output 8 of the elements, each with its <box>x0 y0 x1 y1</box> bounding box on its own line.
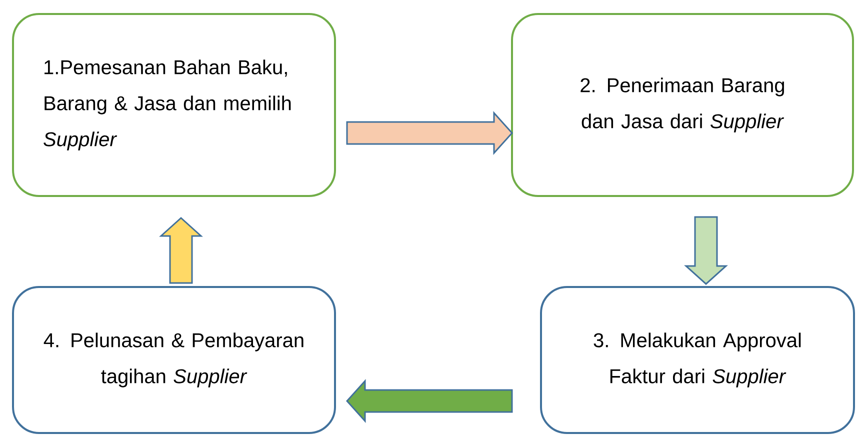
process-box: 1.Pemesanan Bahan Baku, Barang & Jasa dan memilih Supplier <box>12 13 336 197</box>
process-box: 4. Pelunasan & Pembayaran tagihan Supplier <box>12 286 336 434</box>
block-arrow <box>684 216 728 285</box>
block-arrow <box>346 111 514 155</box>
process-box: 2. Penerimaan Barang dan Jasa dari Supplier <box>511 13 854 197</box>
process-box: 3. Melakukan Approval Faktur dari Supplier <box>540 286 855 434</box>
block-arrow <box>346 379 513 423</box>
block-arrow <box>159 216 203 284</box>
